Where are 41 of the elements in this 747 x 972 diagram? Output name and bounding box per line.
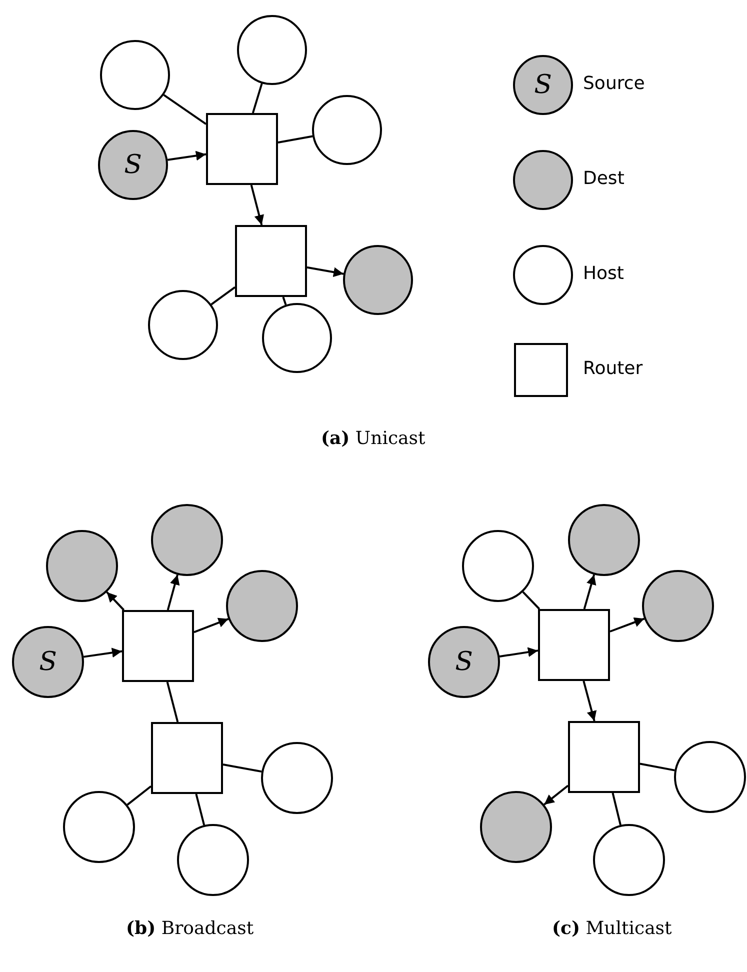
connector-line (222, 764, 262, 773)
router-square (235, 225, 307, 297)
connector-line (522, 591, 540, 610)
legend-label: Source (583, 73, 645, 94)
arrow (544, 784, 569, 806)
connector-line (252, 83, 263, 114)
arrow (167, 150, 206, 161)
arrow (194, 618, 229, 634)
router-square (206, 113, 278, 185)
source-letter: S (534, 70, 552, 100)
legend-label: Router (583, 358, 643, 379)
connector-line (166, 682, 179, 722)
arrow (583, 574, 596, 610)
arrow (610, 617, 645, 632)
connector-line (163, 94, 207, 125)
source-letter: S (455, 647, 473, 677)
arrow (166, 574, 180, 610)
arrow (582, 680, 597, 722)
router-square (151, 722, 223, 794)
router-square (122, 610, 194, 682)
connector-line (210, 286, 236, 306)
arrow (499, 647, 538, 658)
legend-label: Host (583, 263, 624, 284)
legend-label: Dest (583, 168, 624, 189)
source-letter: S (39, 647, 57, 677)
router-square (538, 609, 610, 681)
router-square (568, 721, 640, 793)
connector-line (282, 296, 287, 306)
connector-line (278, 135, 313, 144)
subfigure-caption: (c) Multicast (552, 918, 672, 939)
subfigure-caption: (a) Unicast (321, 428, 426, 449)
connector-line (640, 762, 675, 772)
connector-line (195, 794, 206, 826)
arrow (106, 591, 125, 611)
connector-line (612, 792, 622, 826)
subfigure-caption: (b) Broadcast (126, 918, 254, 939)
source-letter: S (124, 150, 142, 180)
arrow (306, 266, 344, 278)
arrow (83, 648, 122, 658)
arrow (250, 184, 264, 226)
connector-line (126, 785, 152, 806)
